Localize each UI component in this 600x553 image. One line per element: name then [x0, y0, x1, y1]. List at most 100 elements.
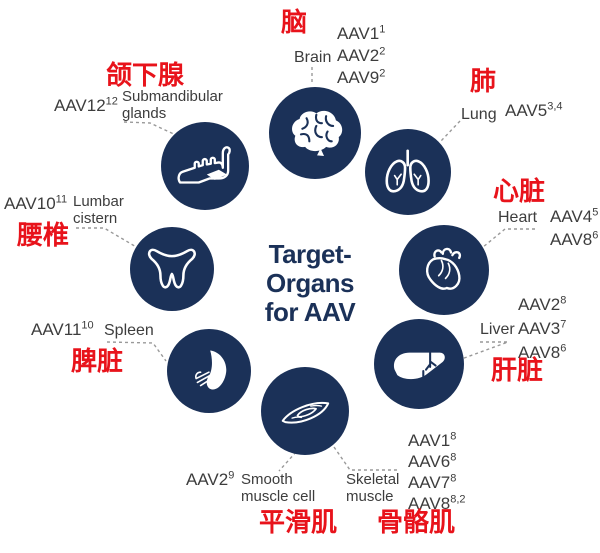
submandibular-circle	[161, 122, 249, 210]
lung-label-en: Lung	[461, 106, 497, 123]
muscle-cell-icon	[281, 401, 329, 424]
aav-serotype: AAV2	[186, 470, 229, 489]
liver-label-en: Liver	[480, 321, 515, 338]
aav-superscript: 1	[379, 23, 386, 36]
diagram-title-line1: Target-Organs	[265, 239, 355, 298]
heart-label-en: Heart	[498, 209, 538, 226]
aav-superscript: 11	[55, 193, 68, 206]
skeletal-muscle-label-en-line2: muscle	[346, 488, 394, 505]
liver-circle	[374, 319, 464, 409]
skeletal-muscle-aav-list: AAV18 AAV68 AAV78 AAV88,2	[408, 430, 466, 514]
lumbar-label-en-line1: Lumbar	[73, 193, 124, 210]
aav-entry: AAV86	[550, 228, 598, 251]
aav-superscript: 8	[450, 451, 457, 464]
heart-icon	[425, 247, 461, 290]
aav-entry: AAV37	[518, 317, 566, 341]
aav-entry: AAV78	[408, 472, 466, 493]
aav-superscript: 9	[228, 469, 235, 482]
smooth-muscle-aav-list: AAV29	[186, 469, 234, 491]
aav-entry: AAV45	[550, 205, 598, 228]
aav-entry: AAV1212	[54, 95, 118, 117]
heart-label-cn: 心脏	[493, 176, 546, 206]
lung-aav-list: AAV53,4	[505, 100, 563, 122]
aav-serotype: AAV9	[337, 68, 380, 87]
brain-icon	[292, 110, 343, 157]
aav-entry: AAV68	[408, 451, 466, 472]
aav-superscript: 5	[592, 206, 599, 219]
smooth-muscle-label-en: Smooth muscle cell	[241, 471, 315, 505]
muscle-circle	[261, 367, 349, 455]
heart-connector	[476, 228, 535, 253]
aav-entry: AAV18	[408, 430, 466, 451]
aav-superscript: 2	[379, 67, 386, 80]
brain-circle	[269, 87, 361, 179]
spleen-aav-list: AAV1110	[31, 319, 94, 341]
lumbar-connector	[76, 227, 139, 249]
lung-circle	[365, 129, 451, 215]
skeletal-muscle-connector	[333, 446, 398, 471]
aav-serotype: AAV1	[337, 24, 380, 43]
heart-aav-list: AAV45 AAV86	[550, 205, 598, 251]
jaw-icon	[177, 145, 231, 184]
spleen-label-en: Spleen	[104, 322, 154, 339]
spleen-icon	[195, 350, 227, 390]
aav-entry: AAV88,2	[408, 493, 466, 514]
aav-serotype: AAV8	[550, 230, 593, 249]
submandibular-label-en-line1: Submandibular	[122, 88, 223, 105]
spleen-circle	[167, 329, 251, 413]
lumbar-aav-list: AAV1011	[4, 193, 67, 215]
submandibular-label-cn: 颌下腺	[106, 60, 185, 90]
lumbar-label-cn: 腰椎	[17, 220, 70, 250]
submandibular-label-en: Submandibular glands	[122, 88, 223, 122]
smooth-muscle-connector	[278, 451, 297, 472]
brain-label-en: Brain	[294, 49, 332, 66]
aav-serotype: AAV10	[4, 194, 56, 213]
aav-superscript: 7	[560, 318, 567, 331]
aav-serotype: AAV6	[408, 452, 451, 471]
aav-superscript: 8	[450, 430, 457, 443]
diagram-title: Target-Organs for AAV	[225, 240, 395, 327]
submandibular-aav-list: AAV1212	[54, 95, 118, 117]
aav-superscript: 8	[450, 472, 457, 485]
lumbar-label-en-line2: cistern	[73, 210, 118, 227]
aav-superscript: 6	[560, 342, 567, 355]
spleen-label-cn: 脾脏	[71, 346, 124, 376]
smooth-muscle-label-cn: 平滑肌	[259, 507, 338, 537]
aav-serotype: AAV2	[337, 46, 380, 65]
aav-superscript: 2	[379, 45, 386, 58]
liver-aav-list: AAV28 AAV37 AAV86	[518, 293, 566, 365]
heart-circle	[399, 225, 489, 315]
aav-entry: AAV22	[337, 45, 385, 67]
aav-serotype: AAV12	[54, 96, 106, 115]
aav-entry: AAV11	[337, 23, 385, 45]
aav-serotype: AAV2	[518, 295, 561, 314]
aav-serotype: AAV5	[505, 101, 548, 120]
skeletal-muscle-label-en: Skeletal muscle	[346, 471, 399, 505]
aav-superscript: 6	[592, 229, 599, 242]
lungs-icon	[385, 149, 431, 193]
aav-serotype: AAV3	[518, 319, 561, 338]
smooth-muscle-label-en-line1: Smooth	[241, 471, 293, 488]
aav-serotype: AAV7	[408, 473, 451, 492]
aav-superscript: 8,2	[450, 493, 466, 506]
vertebra-icon	[147, 248, 197, 289]
aav-entry: AAV1011	[4, 193, 67, 215]
submandibular-connector	[123, 121, 179, 137]
lumbar-circle	[130, 227, 214, 311]
aav-entry: AAV86	[518, 341, 566, 365]
aav-entry: AAV53,4	[505, 100, 563, 122]
lung-connector	[440, 120, 461, 142]
lung-label-cn: 肺	[470, 66, 497, 96]
aav-serotype: AAV8	[518, 343, 561, 362]
smooth-muscle-label-en-line2: muscle cell	[241, 488, 316, 505]
liver-label-cn: 肝脏	[491, 355, 544, 385]
aav-serotype: AAV8	[408, 494, 451, 513]
lumbar-label-en: Lumbar cistern	[73, 193, 124, 227]
submandibular-label-en-line2: glands	[122, 105, 167, 122]
skeletal-muscle-label-en-line1: Skeletal	[346, 471, 400, 488]
aav-entry: AAV1110	[31, 319, 94, 341]
aav-entry: AAV29	[186, 469, 234, 491]
aav-superscript: 8	[560, 294, 567, 307]
skeletal-muscle-label-cn: 骨骼肌	[377, 507, 456, 537]
